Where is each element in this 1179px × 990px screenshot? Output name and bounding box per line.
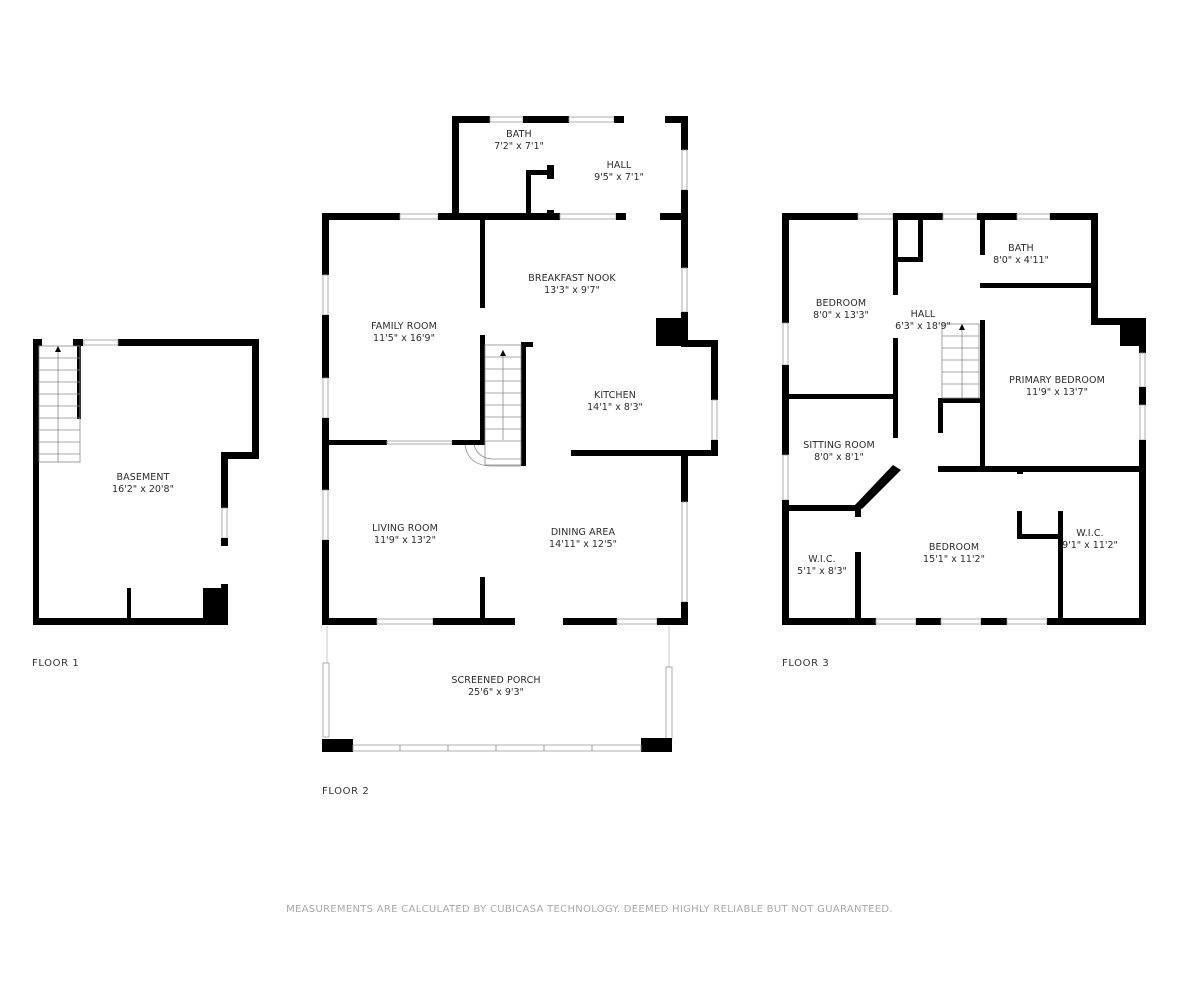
room-dimensions: 16'2" x 20'8": [112, 484, 174, 495]
room-dimensions: 8'0" x 8'1": [814, 452, 864, 463]
room-dimensions: 11'5" x 16'9": [373, 333, 435, 344]
room-dimensions: 9'1" x 11'2": [1062, 540, 1118, 551]
room-name: SCREENED PORCH: [451, 675, 541, 686]
room-dimensions: 8'0" x 4'11": [993, 255, 1049, 266]
floor-2-plan: [322, 116, 718, 752]
room-dimensions: 8'0" x 13'3": [813, 310, 869, 321]
room-name: HALL: [606, 160, 632, 171]
room-label-bath-3: BATH 8'0" x 4'11": [993, 243, 1049, 267]
floor-3-label: FLOOR 3: [782, 658, 830, 669]
room-label-wic-2: W.I.C. 9'1" x 11'2": [1062, 528, 1118, 552]
stairs-icon: [38, 345, 81, 463]
room-name: BREAKFAST NOOK: [528, 273, 616, 284]
room-label-living-room: LIVING ROOM 11'9" x 13'2": [372, 523, 438, 547]
room-name: BATH: [506, 129, 532, 140]
room-dimensions: 7'2" x 7'1": [494, 141, 544, 152]
room-name: BASEMENT: [116, 472, 170, 483]
room-name: W.I.C.: [808, 554, 836, 565]
room-dimensions: 14'1" x 8'3": [587, 402, 643, 413]
room-label-sitting-room: SITTING ROOM 8'0" x 8'1": [803, 440, 875, 464]
room-name: PRIMARY BEDROOM: [1009, 375, 1105, 386]
room-label-screened-porch: SCREENED PORCH 25'6" x 9'3": [451, 675, 540, 699]
room-dimensions: 15'1" x 11'2": [923, 554, 985, 565]
room-label-bath: BATH 7'2" x 7'1": [494, 129, 544, 153]
room-label-bedroom-2: BEDROOM 15'1" x 11'2": [923, 542, 985, 566]
room-dimensions: 6'3" x 18'9": [895, 321, 951, 332]
room-name: DINING AREA: [550, 527, 616, 538]
room-name: LIVING ROOM: [372, 523, 438, 534]
floor-1-label: FLOOR 1: [32, 658, 80, 669]
room-dimensions: 25'6" x 9'3": [468, 687, 524, 698]
room-name: BATH: [1008, 243, 1034, 254]
room-dimensions: 14'11" x 12'5": [549, 539, 617, 550]
stairs-icon: [464, 344, 522, 467]
floor-2-label: FLOOR 2: [322, 786, 370, 797]
room-dimensions: 11'9" x 13'7": [1026, 387, 1088, 398]
room-dimensions: 13'3" x 9'7": [544, 285, 600, 296]
room-label-family-room: FAMILY ROOM 11'5" x 16'9": [371, 321, 437, 345]
room-label-bedroom-1: BEDROOM 8'0" x 13'3": [813, 298, 869, 322]
room-label-hall: HALL 9'5" x 7'1": [594, 160, 644, 184]
room-name: BEDROOM: [815, 298, 867, 309]
room-name: HALL: [910, 309, 936, 320]
room-label-basement: BASEMENT 16'2" x 20'8": [112, 472, 174, 496]
room-name: SITTING ROOM: [803, 440, 875, 451]
room-label-hall-3: HALL 6'3" x 18'9": [895, 309, 951, 333]
floor-1-plan: [33, 339, 259, 625]
room-dimensions: 9'5" x 7'1": [594, 172, 644, 183]
room-label-kitchen: KITCHEN 14'1" x 8'3": [587, 390, 643, 414]
room-label-primary-bedroom: PRIMARY BEDROOM 11'9" x 13'7": [1009, 375, 1105, 399]
room-name: KITCHEN: [594, 390, 636, 401]
room-dimensions: 5'1" x 8'3": [797, 566, 847, 577]
floor-3-plan: [782, 213, 1146, 625]
room-dimensions: 11'9" x 13'2": [374, 535, 436, 546]
room-name: FAMILY ROOM: [371, 321, 437, 332]
room-label-wic-1: W.I.C. 5'1" x 8'3": [797, 554, 847, 578]
stairs-icon: [941, 323, 980, 399]
room-name: W.I.C.: [1076, 528, 1104, 539]
room-name: BEDROOM: [928, 542, 980, 553]
measurement-disclaimer: MEASUREMENTS ARE CALCULATED BY CUBICASA …: [286, 904, 893, 915]
room-label-breakfast-nook: BREAKFAST NOOK 13'3" x 9'7": [528, 273, 615, 297]
room-label-dining-area: DINING AREA 14'11" x 12'5": [549, 527, 617, 551]
